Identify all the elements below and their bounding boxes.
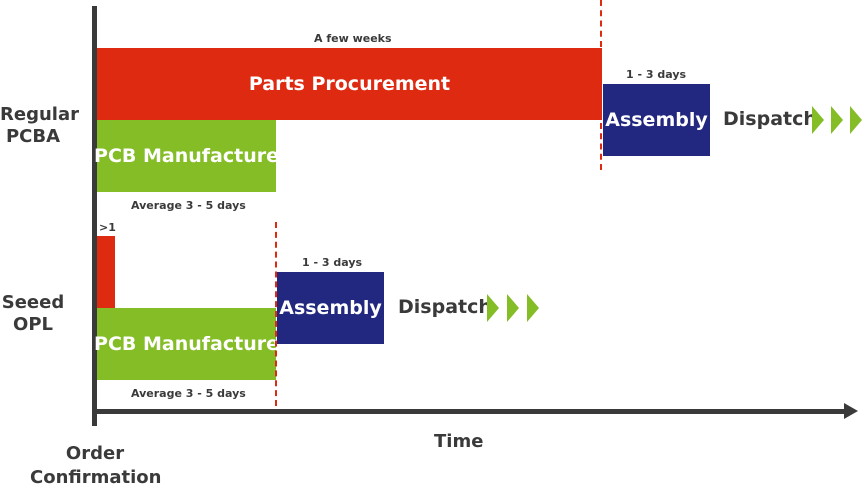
regular-assembly-bar: Assembly	[603, 84, 710, 156]
chevron-right-icon	[507, 294, 519, 322]
row-label-regular: Regular PCBA	[0, 104, 79, 147]
chevron-right-icon	[831, 106, 843, 134]
chevron-right-icon	[527, 294, 539, 322]
chevron-right-icon	[487, 294, 499, 322]
regular-pcb-manufacture-bar: PCB Manufacture	[94, 120, 279, 192]
procurement-duration-note: A few weeks	[314, 32, 392, 45]
regular-assembly-start-marker	[600, 0, 602, 170]
seeed-assembly-start-marker	[275, 222, 277, 406]
regular-assembly-duration-note: 1 - 3 days	[626, 68, 687, 81]
seeed-procurement-duration-note: >1	[99, 221, 116, 234]
seeed-assembly-label: Assembly	[279, 297, 382, 319]
time-axis	[92, 409, 844, 414]
parts-procurement-bar: Parts Procurement	[97, 48, 602, 120]
row-label-seeed: Seeed OPL	[1, 292, 65, 335]
regular-dispatch-label: Dispatch	[723, 108, 817, 130]
seeed-pcb-manufacture-label: PCB Manufacture	[94, 333, 279, 355]
chevron-right-icon	[850, 106, 862, 134]
seeed-pcb-duration-note: Average 3 - 5 days	[131, 387, 246, 400]
seeed-parts-procurement-bar	[97, 236, 115, 308]
order-confirmation-label: Order Confirmation	[30, 443, 162, 488]
vertical-axis	[92, 6, 97, 426]
chevron-right-icon	[812, 106, 824, 134]
seeed-dispatch-label: Dispatch	[398, 296, 492, 318]
seeed-assembly-duration-note: 1 - 3 days	[302, 256, 363, 269]
seeed-assembly-bar: Assembly	[277, 272, 384, 344]
regular-pcb-duration-note: Average 3 - 5 days	[131, 199, 246, 212]
time-axis-arrow-icon	[844, 403, 858, 419]
seeed-pcb-manufacture-bar: PCB Manufacture	[94, 308, 279, 380]
parts-procurement-label: Parts Procurement	[248, 73, 451, 95]
time-axis-label: Time	[434, 431, 484, 452]
regular-assembly-label: Assembly	[605, 109, 708, 131]
regular-pcb-manufacture-label: PCB Manufacture	[94, 145, 279, 167]
